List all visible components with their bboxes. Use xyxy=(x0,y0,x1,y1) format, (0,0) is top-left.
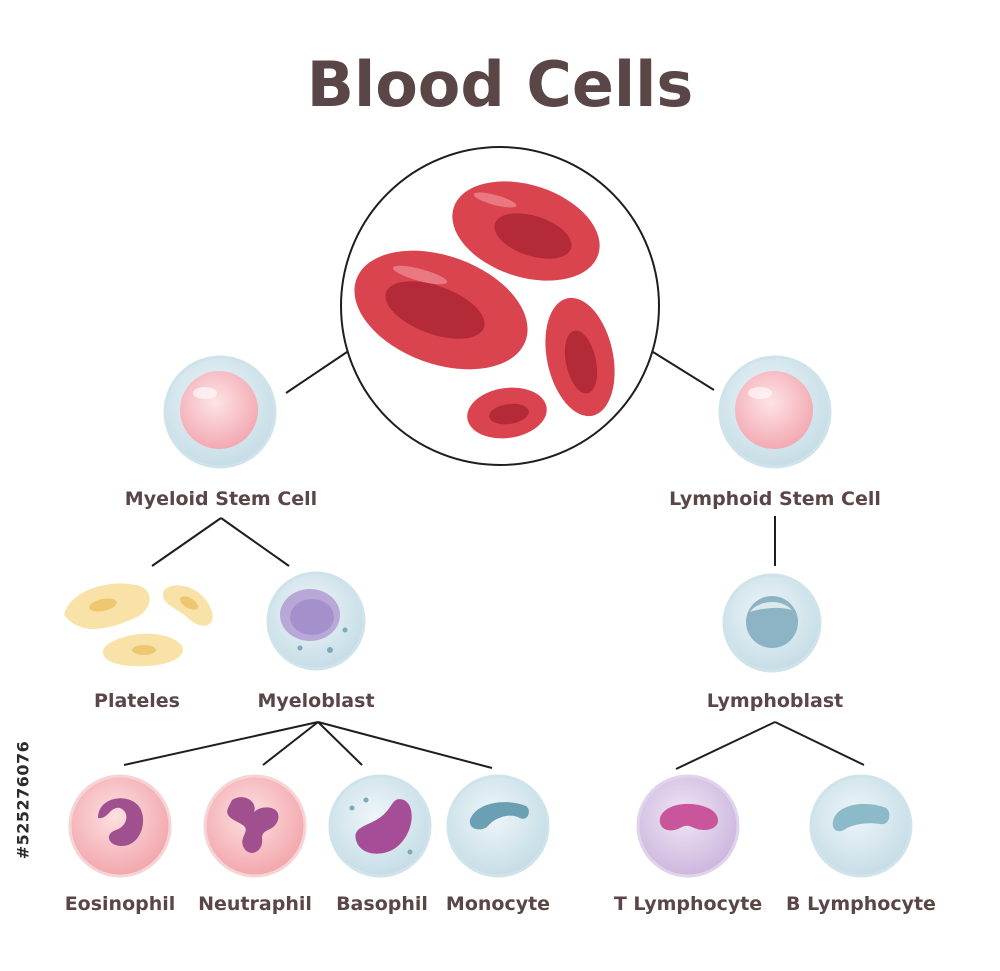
stock-id-text: #525276076 xyxy=(13,740,33,860)
lymphoblast xyxy=(722,573,822,673)
eosinophil xyxy=(68,774,172,878)
b-lymphocyte xyxy=(809,774,913,878)
myeloblast-label: Myeloblast xyxy=(257,690,374,712)
neutrophil-label: Neutraphil xyxy=(198,893,312,915)
red-blood-cell xyxy=(354,250,528,370)
monocyte-label: Monocyte xyxy=(446,893,550,915)
t-lymphocyte xyxy=(636,774,740,878)
platelets-label: Plateles xyxy=(94,690,180,712)
basophil xyxy=(328,774,432,878)
red-blood-cell xyxy=(545,297,615,417)
monocyte xyxy=(446,774,550,878)
red-blood-cell xyxy=(452,181,600,281)
lymphoblast-label: Lymphoblast xyxy=(707,690,844,712)
connector-lines xyxy=(123,351,865,770)
stock-id: #525276076 xyxy=(8,730,38,870)
neutrophil xyxy=(203,774,307,878)
basophil-label: Basophil xyxy=(336,893,428,915)
myeloblast xyxy=(266,571,366,671)
lymphoid-stem-cell xyxy=(718,355,832,469)
red-blood-cells-view xyxy=(340,146,660,466)
page-title: Blood Cells xyxy=(307,48,694,121)
platelets xyxy=(64,583,213,667)
red-blood-cell xyxy=(467,387,547,439)
t-lymphocyte-label: T Lymphocyte xyxy=(614,893,762,915)
myeloid-stem-cell-label: Myeloid Stem Cell xyxy=(125,488,317,510)
eosinophil-label: Eosinophil xyxy=(65,893,176,915)
myeloid-stem-cell xyxy=(163,355,277,469)
lymphoid-stem-cell-label: Lymphoid Stem Cell xyxy=(669,488,881,510)
b-lymphocyte-label: B Lymphocyte xyxy=(786,893,936,915)
